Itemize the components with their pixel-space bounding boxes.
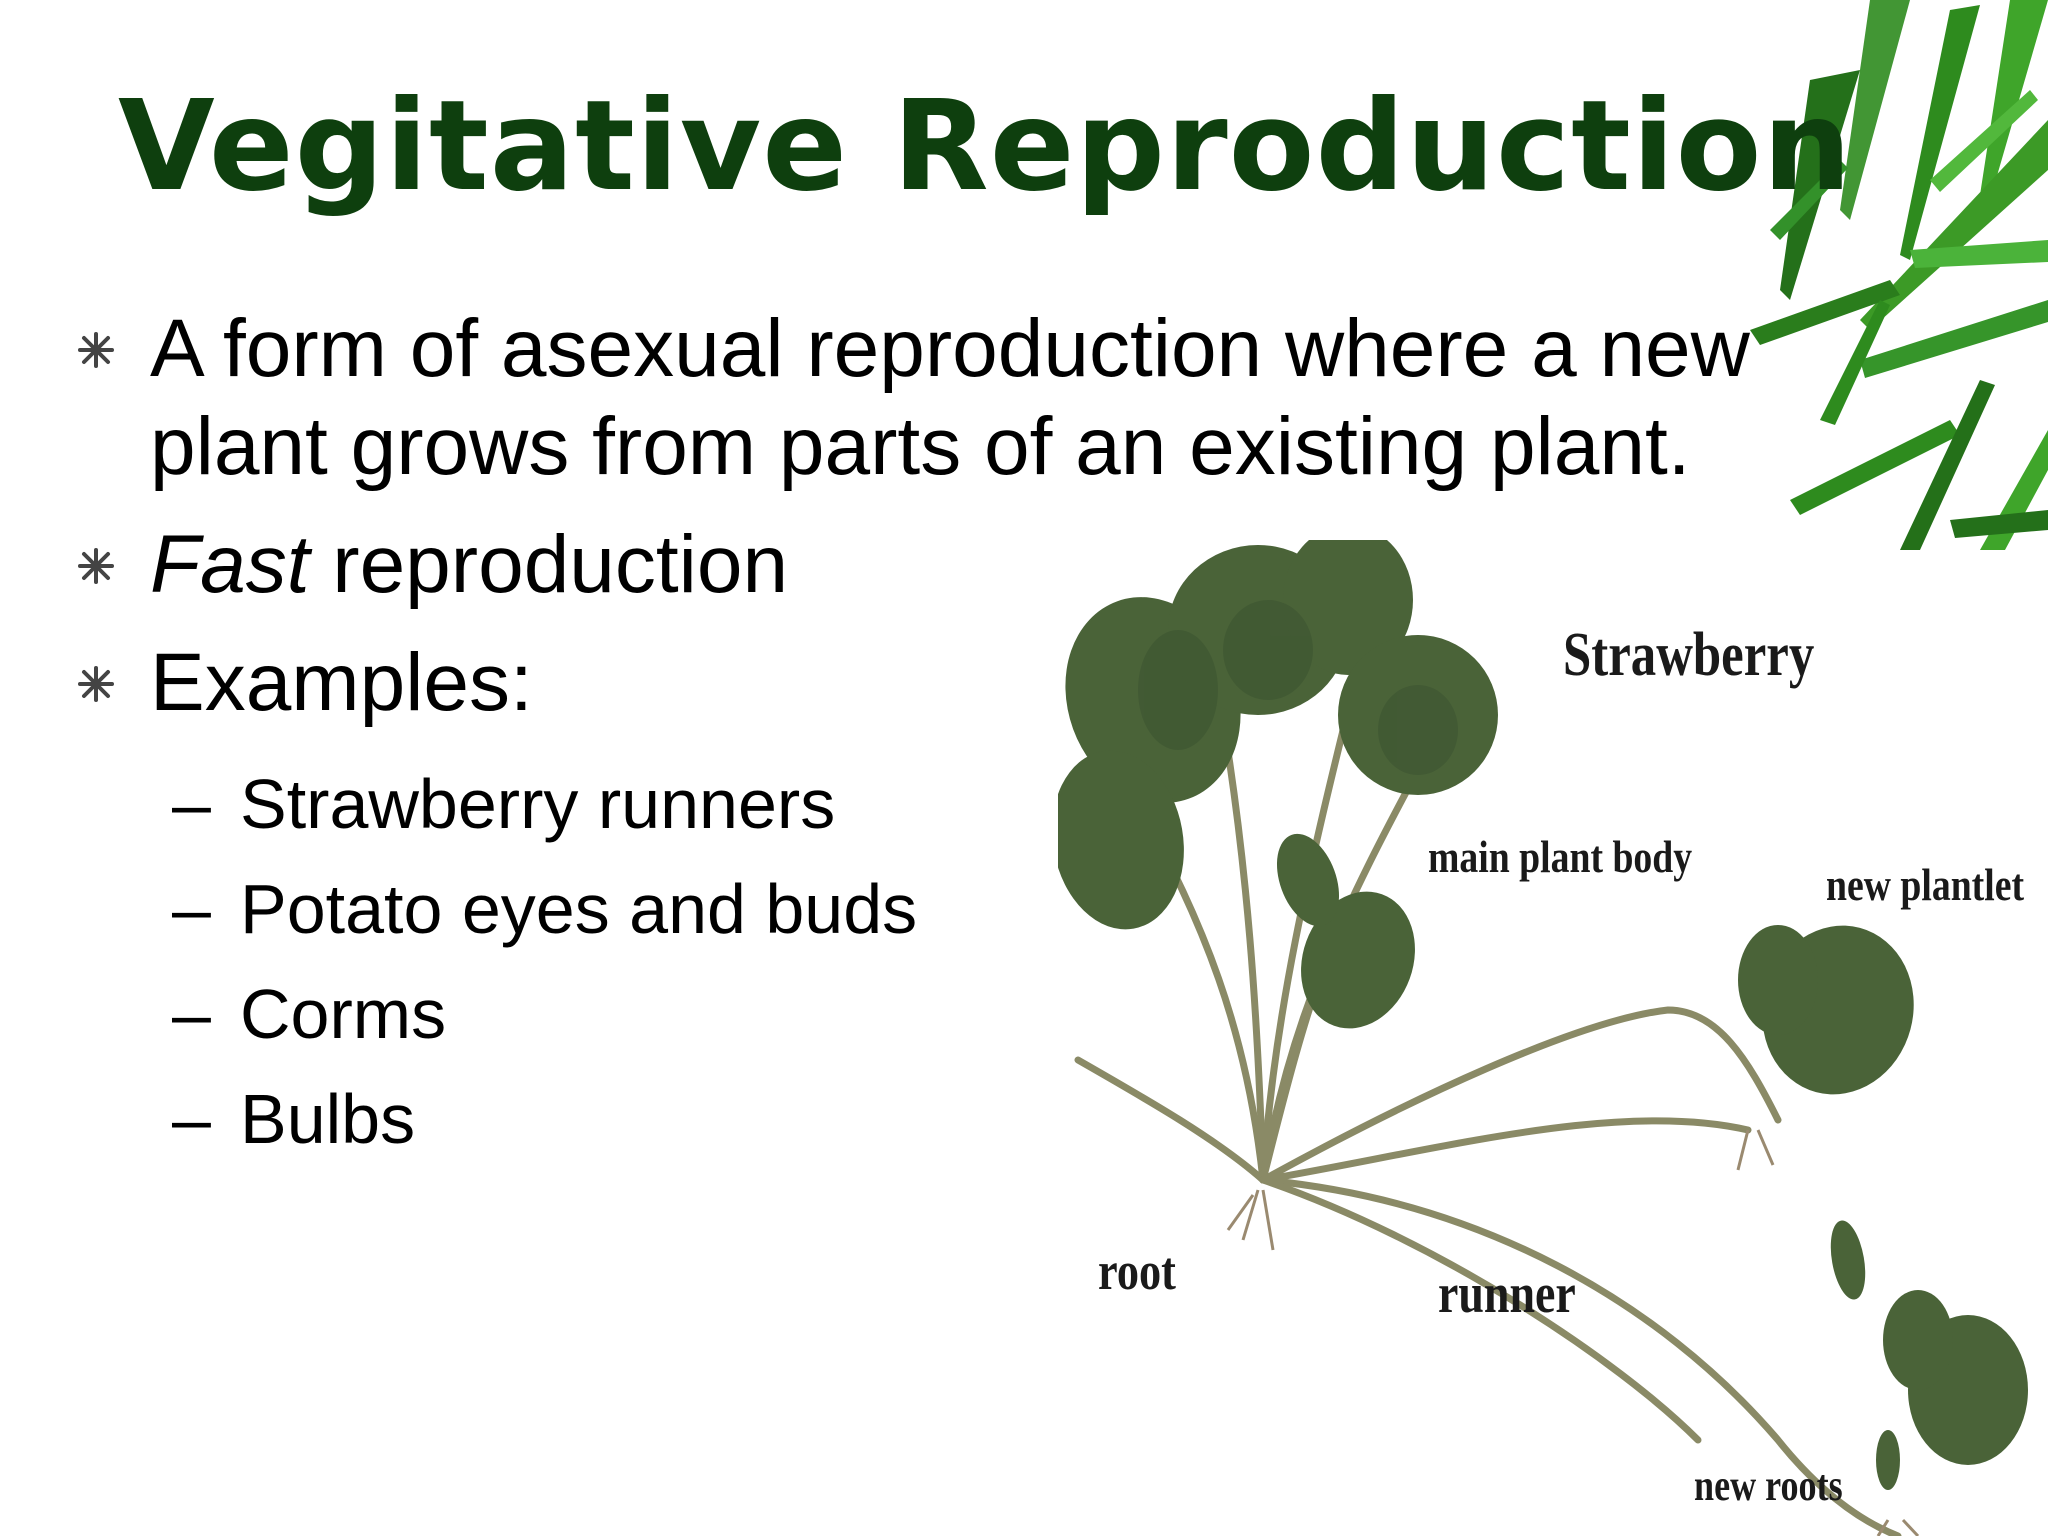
sub-bullet-text: Bulbs (240, 1080, 416, 1158)
diagram-title: Strawberry (1563, 621, 1815, 689)
bullet-item: A form of asexual reproduction where a n… (74, 300, 1750, 496)
strawberry-plant-illustration (1052, 525, 2028, 1536)
star-bullet-icon (78, 666, 114, 702)
dash-marker: – (172, 870, 211, 948)
bullet-text: Examples: (150, 637, 533, 728)
sub-bullet-item: – Strawberry runners (74, 752, 1714, 857)
sub-bullet-item: – Potato eyes and buds (74, 857, 1714, 962)
label-main-plant-body: main plant body (1428, 831, 1693, 882)
sub-bullet-text: Strawberry runners (240, 765, 836, 843)
bullet-item: Fast reproduction (74, 516, 1714, 614)
bullet-emphasis: Fast (150, 519, 310, 610)
bullet-item: Examples: (74, 634, 1714, 732)
label-root: root (1098, 1241, 1176, 1301)
slide-title: Vegitative Reproduction (118, 74, 1853, 219)
sub-bullet-item: – Bulbs (74, 1067, 1714, 1172)
bullet-text: reproduction (309, 519, 789, 610)
bullet-list: A form of asexual reproduction where a n… (74, 300, 1750, 1172)
strawberry-diagram: Strawberry main plant body new plantlet … (1052, 525, 2048, 1536)
sub-bullet-text: Potato eyes and buds (240, 870, 918, 948)
star-bullet-icon (78, 332, 114, 368)
dash-marker: – (172, 975, 211, 1053)
sub-bullet-text: Corms (240, 975, 447, 1053)
label-new-roots: new roots (1694, 1461, 1843, 1510)
star-bullet-icon (78, 548, 114, 584)
label-new-plantlet: new plantlet (1826, 859, 2025, 910)
sub-bullet-item: – Corms (74, 962, 1714, 1067)
bullet-text: A form of asexual reproduction where a n… (150, 303, 1750, 492)
bamboo-leaves-image (1750, 0, 2048, 550)
dash-marker: – (172, 765, 211, 843)
label-runner: runner (1438, 1263, 1576, 1325)
dash-marker: – (172, 1080, 211, 1158)
